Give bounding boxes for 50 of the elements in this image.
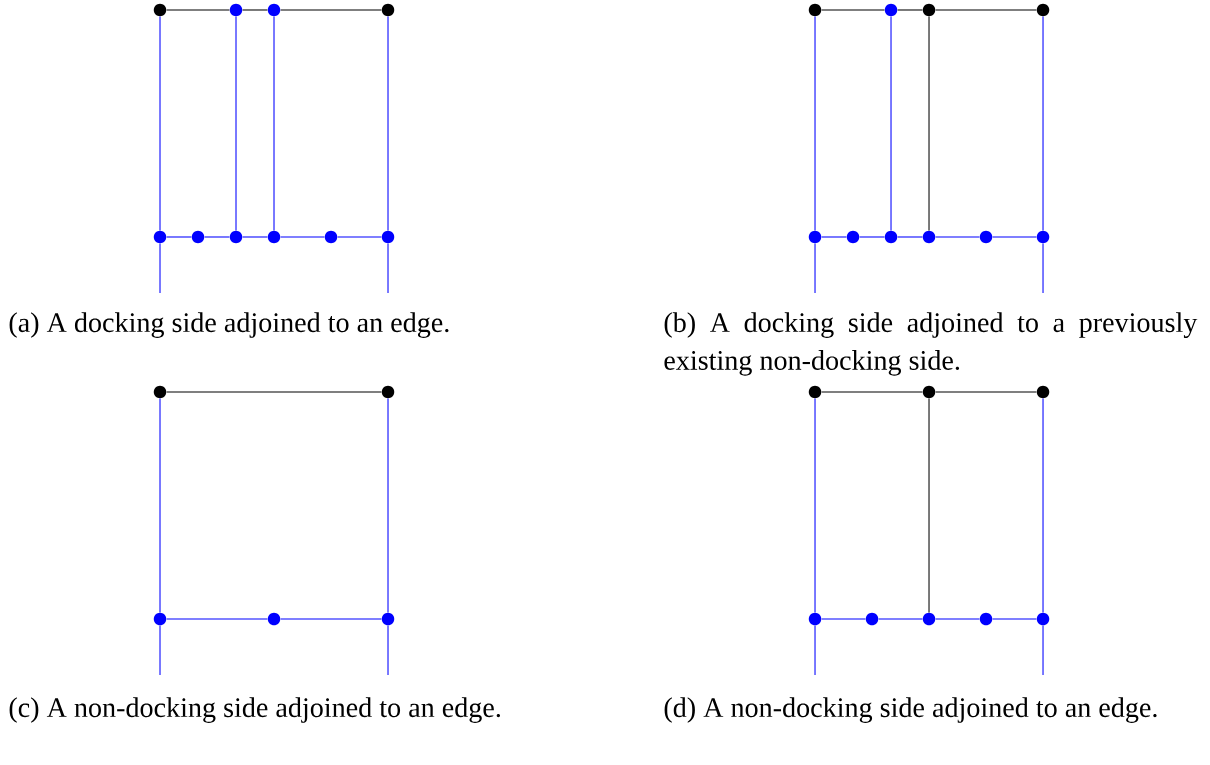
line-segment — [992, 618, 1037, 620]
line-segment — [1042, 625, 1044, 676]
line-segment — [821, 618, 866, 620]
line-segment — [859, 236, 885, 238]
line-segment — [166, 618, 268, 620]
line-segment — [897, 236, 923, 238]
line-segment — [821, 9, 885, 11]
line-segment — [242, 236, 268, 238]
line-segment — [821, 236, 847, 238]
line-segment — [387, 243, 389, 294]
line-segment — [337, 236, 382, 238]
line-segment — [166, 236, 192, 238]
line-segment — [814, 16, 816, 231]
line-segment — [166, 9, 230, 11]
line-segment — [935, 391, 1037, 393]
line-segment — [1042, 398, 1044, 613]
line-segment — [1042, 243, 1044, 294]
line-segment — [387, 398, 389, 613]
line-segment — [242, 9, 268, 11]
line-segment — [159, 625, 161, 676]
line-segment — [935, 618, 980, 620]
line-segment — [935, 9, 1037, 11]
line-segment — [890, 16, 892, 231]
line-segment — [235, 16, 237, 231]
line-segment — [814, 243, 816, 294]
line-segment — [821, 391, 923, 393]
subfigure-caption: (a) A docking side adjoined to an edge. — [9, 312, 449, 338]
line-segment — [1042, 16, 1044, 231]
line-segment — [387, 16, 389, 231]
subfigure-caption: (b) A docking side adjoined to a previously existing non-docking side. — [664, 312, 1198, 376]
line-segment — [928, 398, 930, 613]
line-segment — [897, 9, 923, 11]
line-segment — [159, 398, 161, 613]
line-segment — [992, 236, 1037, 238]
subfigure-caption: (c) A non-docking side adjoined to an edge. — [9, 697, 500, 723]
subfigure-caption: (d) A non-docking side adjoined to an edge. — [664, 697, 1157, 723]
line-segment — [814, 398, 816, 613]
line-segment — [166, 391, 382, 393]
line-segment — [387, 625, 389, 676]
line-segment — [204, 236, 230, 238]
line-segment — [159, 16, 161, 231]
line-segment — [273, 16, 275, 231]
line-segment — [814, 625, 816, 676]
line-segment — [280, 236, 325, 238]
line-segment — [928, 16, 930, 231]
line-segment — [280, 9, 382, 11]
line-segment — [878, 618, 923, 620]
line-segment — [935, 236, 980, 238]
line-segment — [280, 618, 382, 620]
line-segment — [159, 243, 161, 294]
